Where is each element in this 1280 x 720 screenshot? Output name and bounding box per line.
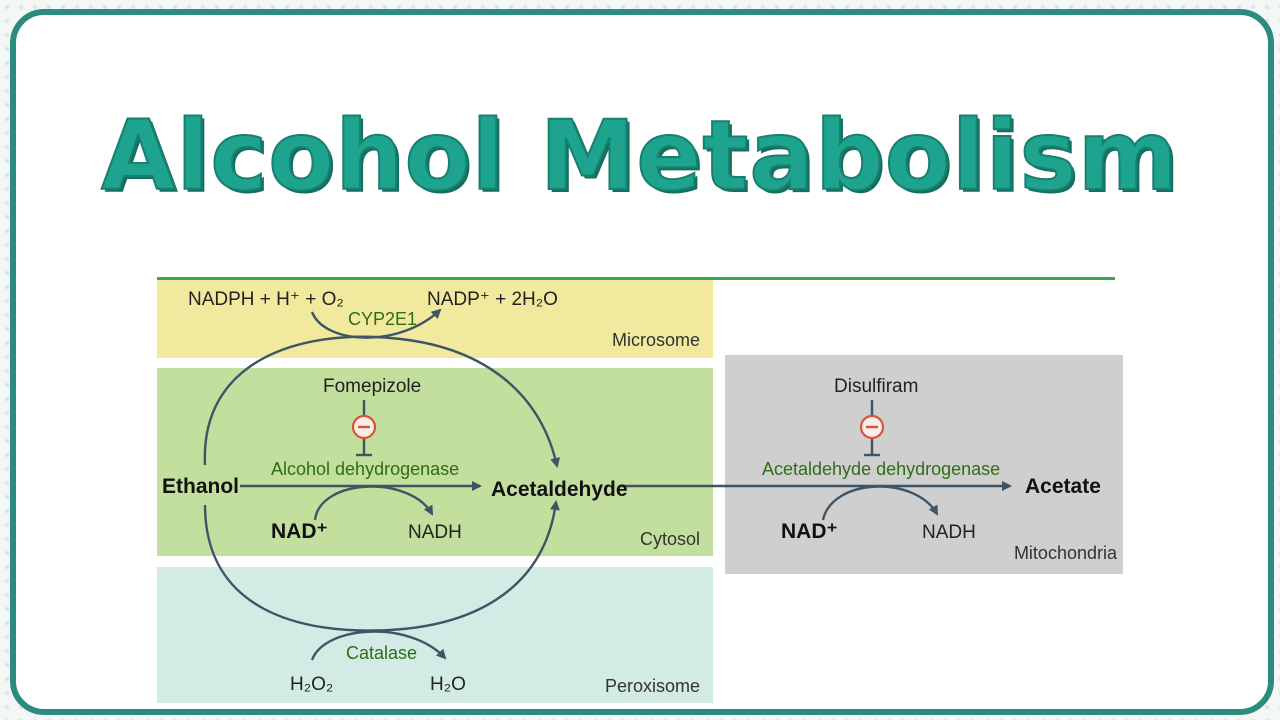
inhibitor-fomepizole: Fomepizole (323, 376, 421, 397)
aldh-cofactor-out: NADH (922, 522, 976, 543)
minus-circle-icon (859, 414, 885, 440)
region-cytosol (157, 368, 713, 556)
microsome-pathway-arrow (203, 335, 561, 468)
enzyme-acetaldehyde-dehydrogenase: Acetaldehyde dehydrogenase (762, 459, 1000, 479)
inhibitor-disulfiram: Disulfiram (834, 376, 918, 397)
header-rule (157, 277, 1115, 280)
molecule-acetate: Acetate (1025, 475, 1101, 498)
aldh-cofactor-in: NAD⁺ (781, 520, 838, 543)
enzyme-cyp2e1: CYP2E1 (348, 309, 417, 329)
enzyme-catalase: Catalase (346, 643, 417, 663)
catalase-product: H₂O (430, 674, 466, 695)
catalase-cofactor-arrow (310, 630, 447, 661)
peroxisome-pathway-arrow (203, 500, 560, 632)
label-cytosol: Cytosol (640, 529, 700, 549)
molecule-ethanol: Ethanol (162, 475, 239, 498)
molecule-acetaldehyde: Acetaldehyde (491, 478, 628, 501)
cyp2e1-reactant: NADPH + H⁺ + O₂ (188, 289, 344, 310)
cyp2e1-product: NADP⁺ + 2H₂O (427, 289, 558, 310)
catalase-reactant: H₂O₂ (290, 674, 333, 695)
page-title: Alcohol Metabolism (100, 99, 1179, 213)
region-peroxisome (157, 567, 713, 703)
adh-cofactor-arrow (313, 485, 434, 521)
cyp2e1-cofactor-arrow (310, 308, 442, 339)
label-mitochondria: Mitochondria (1014, 543, 1118, 563)
label-microsome: Microsome (612, 330, 700, 350)
label-peroxisome: Peroxisome (605, 676, 700, 696)
region-mitochondria (725, 355, 1123, 574)
minus-circle-icon (351, 414, 377, 440)
enzyme-alcohol-dehydrogenase: Alcohol dehydrogenase (271, 459, 459, 479)
adh-cofactor-out: NADH (408, 522, 462, 543)
adh-cofactor-in: NAD⁺ (271, 520, 328, 543)
aldh-cofactor-arrow (821, 485, 939, 521)
